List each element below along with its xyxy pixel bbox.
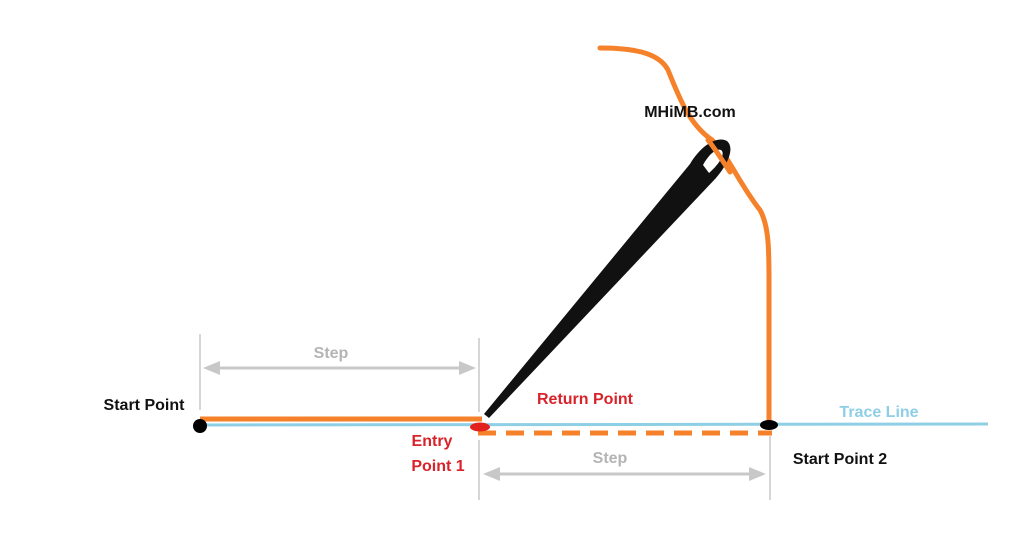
start-point-2-marker — [760, 420, 778, 430]
step-dimension-top — [199, 334, 480, 412]
start-point-marker — [193, 419, 207, 433]
entry-point-label-line2: Point 1 — [411, 458, 464, 475]
thread-strand — [597, 45, 772, 428]
start-point-label: Start Point — [104, 397, 186, 414]
watermark: MHiMB.com — [644, 104, 736, 121]
step-label-bottom: Step — [593, 450, 628, 467]
start-point-2-label: Start Point 2 — [793, 451, 887, 468]
step-dimension-bottom — [478, 436, 771, 500]
entry-point-1-marker — [470, 422, 490, 432]
return-point-label: Return Point — [537, 391, 634, 408]
sewing-needle-icon — [484, 139, 731, 418]
trace-line — [199, 422, 989, 427]
step-label-top: Step — [314, 345, 349, 362]
trace-line-label: Trace Line — [839, 404, 918, 421]
thread-through-eye — [705, 137, 733, 175]
entry-point-label-line1: Entry — [412, 433, 453, 450]
